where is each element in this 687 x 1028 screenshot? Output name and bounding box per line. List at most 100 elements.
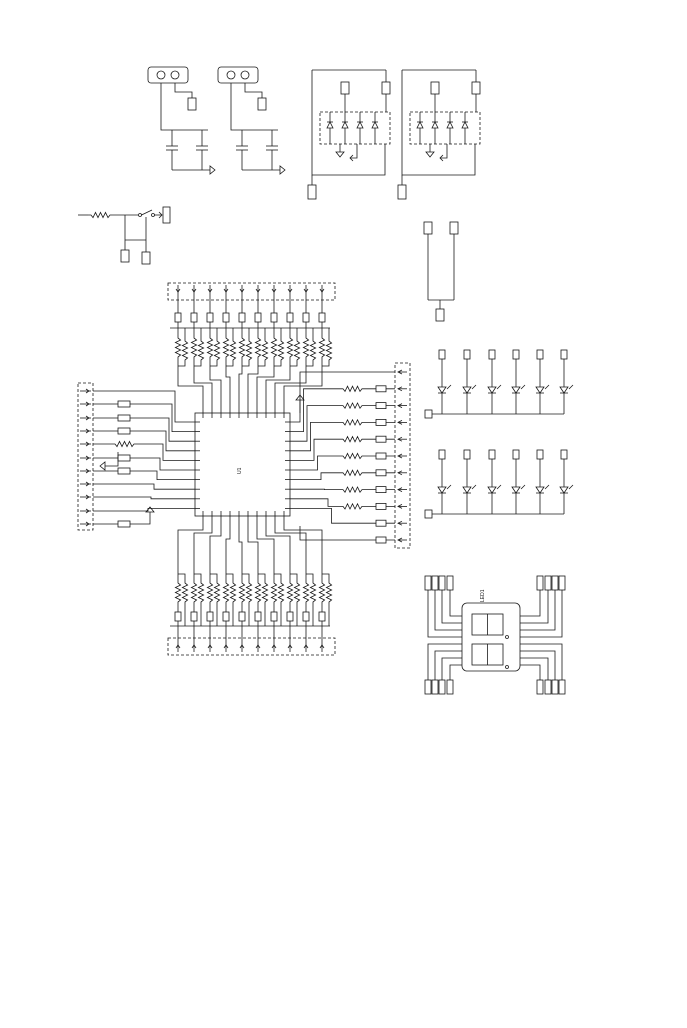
chip-ref-label: U1	[237, 467, 243, 474]
series-resistor	[112, 440, 136, 448]
series-resistor	[190, 580, 198, 604]
wire	[93, 507, 195, 512]
series-resistor	[318, 335, 326, 359]
led-net-label-box	[512, 349, 520, 360]
series-resistor	[340, 486, 364, 494]
pullup-resistor	[181, 580, 189, 604]
wire	[194, 573, 202, 580]
wire	[274, 573, 282, 580]
connector-pin-arrow	[397, 453, 403, 459]
connector-pin-arrow	[319, 644, 325, 649]
reset-switch-circuit	[78, 206, 171, 265]
right-pin-line	[290, 435, 407, 461]
led-channel	[437, 449, 452, 514]
pullup-resistor	[325, 580, 333, 604]
wire	[290, 421, 340, 452]
net-label-box	[270, 611, 278, 622]
ground-symbol	[99, 461, 106, 471]
top-pin-column	[206, 285, 222, 413]
net-label-box	[174, 611, 182, 622]
net-label-box	[375, 402, 387, 410]
supply-label-box	[187, 97, 197, 111]
bottom-pin-column	[222, 516, 237, 652]
led-symbol	[487, 386, 497, 394]
wire	[238, 359, 243, 413]
net-label-box	[270, 312, 278, 323]
connector-pin-arrow	[287, 644, 293, 649]
led-channel	[511, 349, 526, 414]
connector-pin-arrow	[397, 369, 403, 375]
net-label-box	[222, 611, 230, 622]
led-emission-arrow	[544, 384, 550, 390]
wire	[258, 362, 266, 367]
series-resistor	[238, 335, 246, 359]
led-symbol	[535, 486, 545, 494]
led-net-label-box	[463, 349, 471, 360]
wire	[520, 664, 541, 680]
signal-arrow	[439, 154, 444, 162]
net-label-box	[435, 308, 445, 322]
net-label-box	[375, 435, 387, 443]
connector-pin-arrow	[397, 420, 403, 425]
pullup-resistor	[229, 338, 237, 362]
series-resistor	[270, 580, 278, 604]
right-pin-line	[290, 402, 407, 442]
led-symbol	[487, 486, 497, 494]
wire	[290, 438, 340, 461]
connector-pin-arrow	[85, 428, 90, 434]
wire	[93, 496, 195, 500]
bottom-pin-column	[274, 516, 317, 652]
wire	[242, 573, 250, 580]
bottom-pin-column	[206, 516, 222, 652]
bottom-pin-column	[190, 516, 213, 652]
net-label-box	[117, 414, 131, 422]
net-label-box	[471, 81, 481, 95]
switch-contact	[138, 213, 142, 217]
wire	[93, 390, 195, 423]
series-resistor	[340, 502, 364, 510]
wire	[401, 70, 476, 176]
wire	[311, 70, 386, 176]
wire	[290, 573, 298, 580]
series-resistor	[174, 580, 182, 604]
wire	[520, 650, 556, 680]
led-net-label-box	[438, 349, 446, 360]
wire	[193, 359, 213, 413]
switch-contact	[151, 213, 155, 217]
net-label-box	[117, 400, 131, 408]
segment-net-label-box	[558, 679, 566, 695]
net-label-box	[307, 184, 317, 200]
left-pin-line	[80, 427, 195, 452]
segment-net-label-box	[424, 679, 432, 695]
wire	[210, 362, 218, 367]
net-label-box	[375, 519, 387, 527]
net-label-box	[238, 312, 246, 323]
jumper-pin	[226, 70, 236, 80]
net-label-box	[302, 611, 310, 622]
segment-net-label-box	[551, 679, 559, 695]
pullup-resistor	[325, 338, 333, 362]
led-net-label-box	[560, 349, 568, 360]
wire	[427, 590, 462, 638]
right-pin-line	[290, 498, 407, 510]
jumper-pin	[156, 70, 166, 80]
led-net-label-box	[512, 449, 520, 460]
led-net-label-box	[463, 449, 471, 460]
wire	[93, 403, 195, 433]
net-label-box	[190, 611, 198, 622]
right-pin-line	[290, 385, 407, 433]
wire	[225, 359, 231, 413]
top-pin-column	[190, 285, 213, 413]
led-emission-arrow	[471, 384, 477, 390]
left-pin-line	[80, 414, 195, 442]
connector-pin-arrow	[85, 455, 90, 461]
bottom-pin-column	[247, 516, 269, 652]
wire	[93, 470, 195, 481]
right-pin-line	[290, 369, 407, 423]
connector-pin-arrow	[85, 388, 90, 394]
tvs-diode-symbol	[371, 121, 379, 129]
wire	[520, 590, 549, 624]
wire	[290, 362, 298, 367]
led-emission-arrow	[446, 384, 452, 390]
pullup-resistor	[181, 338, 189, 362]
